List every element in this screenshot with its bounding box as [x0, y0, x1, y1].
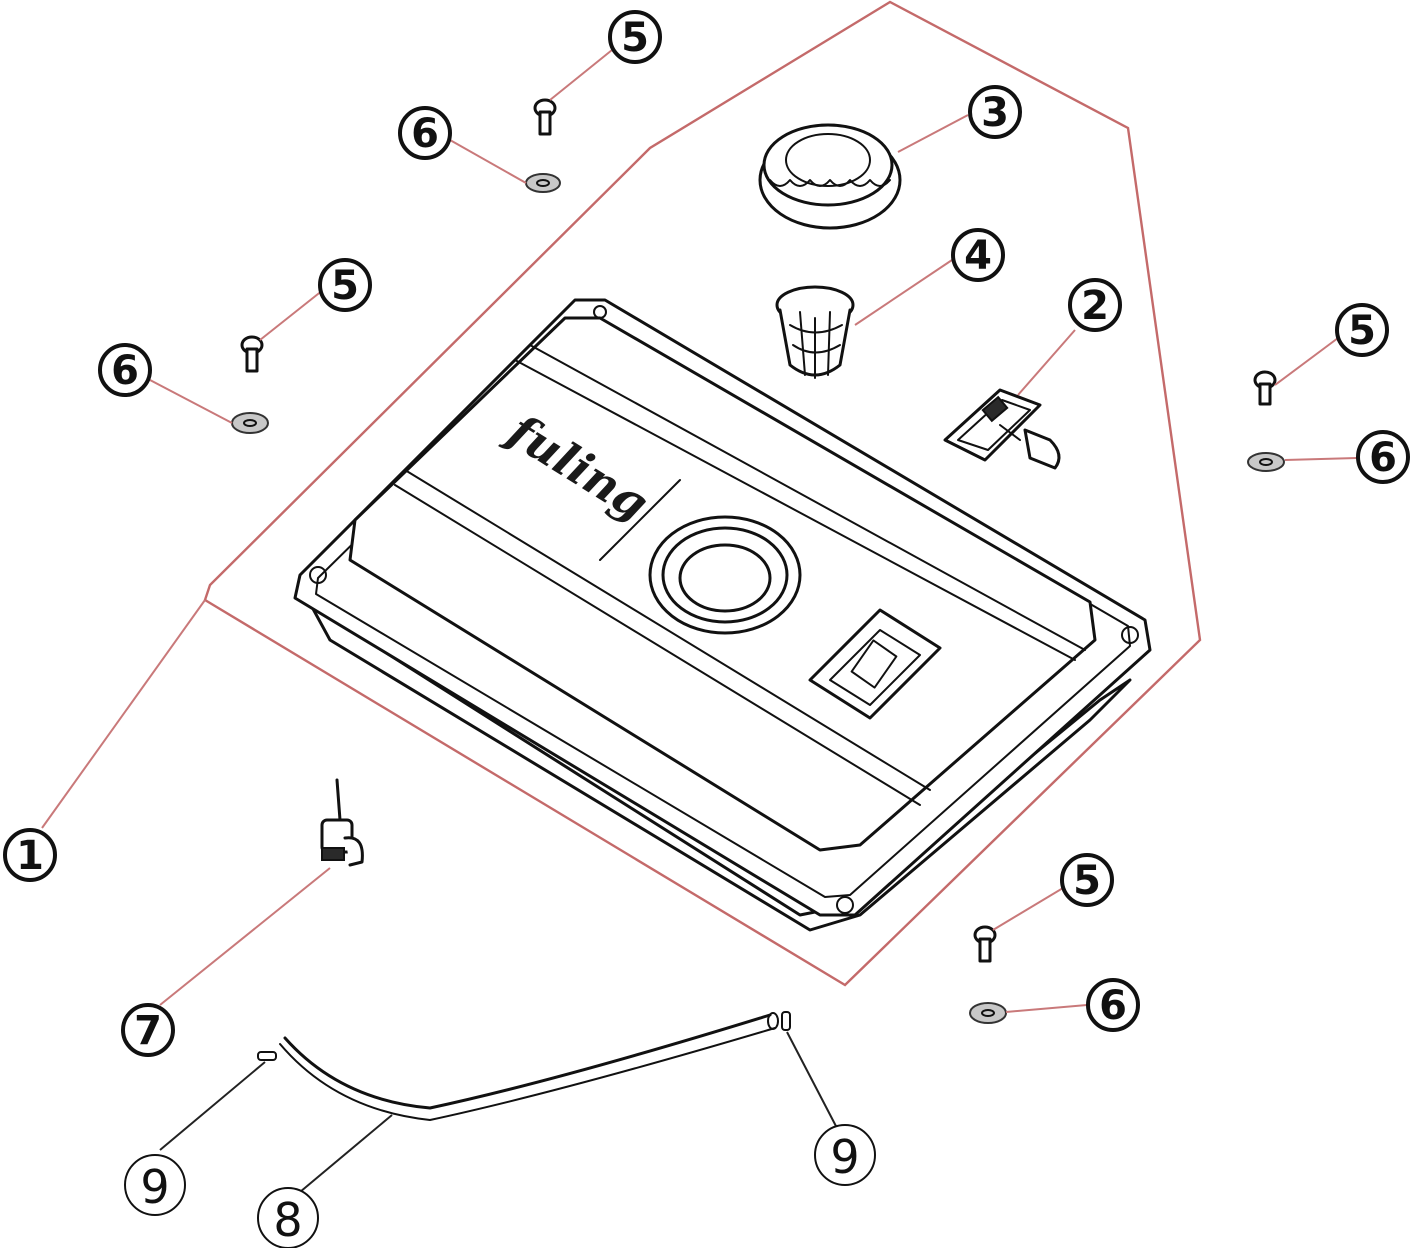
svg-text:9: 9 — [830, 1130, 859, 1184]
assembly-boundary-outline — [203, 0, 1202, 987]
leader-6a — [449, 139, 527, 184]
fuel-valve — [320, 778, 364, 867]
leader-6c — [1284, 457, 1358, 461]
leader-9b — [786, 1031, 839, 1131]
leader-5d — [992, 887, 1064, 931]
fuel-hose — [279, 1012, 779, 1121]
callout-8: 8 — [257, 1187, 319, 1248]
leader-8 — [299, 1114, 393, 1193]
callout-5-bottom: 5 — [1060, 853, 1114, 907]
washer-right — [1247, 452, 1285, 472]
svg-text:2: 2 — [1081, 283, 1109, 329]
leader-7 — [159, 867, 331, 1006]
callout-5-top: 5 — [608, 10, 662, 64]
callout-3: 3 — [968, 85, 1022, 139]
svg-text:9: 9 — [140, 1160, 169, 1214]
svg-text:8: 8 — [273, 1193, 302, 1247]
svg-text:6: 6 — [411, 111, 439, 157]
bolt-top — [533, 98, 557, 136]
hose-clamp-left — [257, 1051, 277, 1061]
svg-text:4: 4 — [964, 233, 992, 279]
callout-2: 2 — [1068, 278, 1122, 332]
leader-2 — [1017, 329, 1076, 396]
hose-clamp-right — [781, 1011, 791, 1031]
callout-9-left: 9 — [124, 1154, 186, 1216]
callout-4: 4 — [951, 228, 1005, 282]
callout-6-bottom: 6 — [1086, 978, 1140, 1032]
leader-6b — [149, 379, 233, 424]
svg-text:6: 6 — [1099, 983, 1127, 1029]
callout-9-right: 9 — [814, 1124, 876, 1186]
leader-5a — [549, 49, 613, 101]
callout-5-left: 5 — [318, 258, 372, 312]
svg-text:5: 5 — [1348, 308, 1376, 354]
leader-9a — [159, 1061, 266, 1151]
mount-hole-right — [1121, 626, 1139, 644]
svg-text:1: 1 — [16, 833, 44, 879]
mount-hole-top — [593, 305, 607, 319]
leader-4 — [854, 257, 956, 326]
svg-text:5: 5 — [331, 263, 359, 309]
fuel-tank: fuling — [293, 298, 1152, 932]
mount-hole-left — [309, 566, 327, 584]
leader-5c — [1274, 337, 1339, 386]
fuel-strainer — [775, 285, 855, 379]
washer-bottom-right — [969, 1002, 1007, 1024]
callout-6-right: 6 — [1356, 430, 1410, 484]
svg-text:7: 7 — [134, 1008, 162, 1054]
svg-text:6: 6 — [111, 348, 139, 394]
callout-6-top: 6 — [398, 106, 452, 160]
svg-text:5: 5 — [621, 15, 649, 61]
svg-text:5: 5 — [1073, 858, 1101, 904]
leader-6d — [1005, 1004, 1088, 1013]
fuel-gauge — [943, 388, 1061, 470]
fuel-cap — [758, 123, 902, 230]
washer-top — [525, 173, 561, 193]
callout-6-left: 6 — [98, 343, 152, 397]
leader-5b — [259, 289, 324, 341]
callout-7: 7 — [121, 1003, 175, 1057]
leader-1 — [41, 599, 206, 829]
svg-text:3: 3 — [981, 90, 1009, 136]
bolt-right — [1253, 370, 1277, 406]
svg-text:6: 6 — [1369, 435, 1397, 481]
callout-1: 1 — [3, 828, 57, 882]
bolt-bottom-right — [973, 925, 997, 963]
leader-3 — [897, 114, 969, 153]
mount-hole-bottom — [836, 896, 854, 914]
bolt-left — [240, 335, 264, 373]
washer-left — [231, 412, 269, 434]
callout-5-right: 5 — [1335, 303, 1389, 357]
fuel-gauge-window — [808, 608, 942, 720]
